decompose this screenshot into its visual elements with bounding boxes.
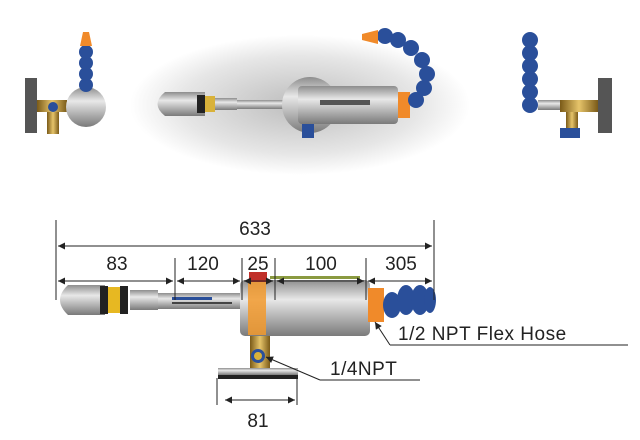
callout-port: 1/4NPT [330, 359, 397, 380]
front-view [60, 272, 436, 379]
callout-flex-hose: 1/2 NPT Flex Hose [398, 324, 567, 345]
nozzle-icon [80, 32, 92, 46]
flex-hose [383, 285, 436, 318]
left-side-view [25, 32, 106, 134]
top-views [25, 28, 612, 175]
right-side-view [522, 32, 612, 138]
dim-overall: 633 [239, 219, 271, 240]
dimension-lines [55, 220, 628, 405]
canister [60, 285, 105, 315]
tube [158, 293, 240, 309]
dim-segment-1: 83 [106, 254, 127, 275]
dim-segment-2: 120 [187, 254, 219, 275]
dim-segment-5: 305 [385, 254, 417, 275]
dim-segment-4: 100 [305, 254, 337, 275]
center-view [157, 28, 435, 138]
main-body [240, 280, 370, 336]
base-plate [218, 368, 298, 375]
dim-segment-3: 25 [247, 254, 268, 275]
dim-base: 81 [247, 411, 268, 432]
